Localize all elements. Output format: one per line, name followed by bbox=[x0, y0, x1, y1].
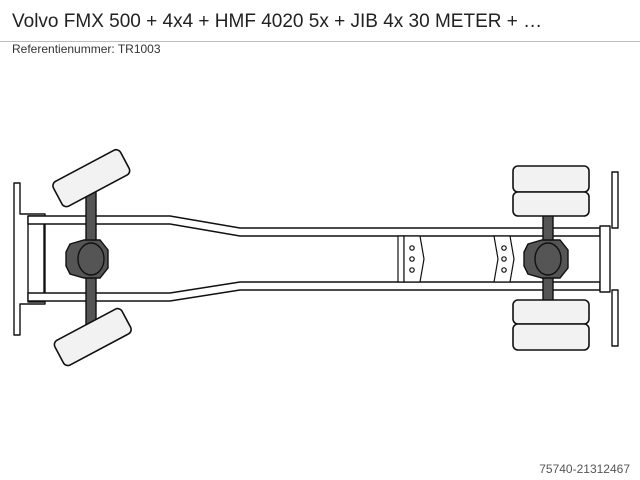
rear-tire-top-inner bbox=[512, 191, 590, 217]
rear-tire-top-outer bbox=[512, 165, 590, 193]
frame-rail-bottom bbox=[27, 281, 601, 302]
cross-member-right bbox=[493, 235, 515, 283]
frame-rail-top bbox=[27, 215, 601, 237]
cross-member-left bbox=[397, 235, 425, 283]
front-tire-top bbox=[52, 148, 131, 208]
rear-bumper-bottom bbox=[611, 289, 619, 347]
rear-tire-bottom-outer bbox=[512, 323, 590, 351]
header: Volvo FMX 500 + 4x4 + HMF 4020 5x + JIB … bbox=[0, 0, 640, 42]
listing-id: 75740-21312467 bbox=[539, 462, 630, 476]
front-axle bbox=[65, 185, 109, 329]
rear-cross-beam bbox=[599, 225, 611, 293]
front-tire-bottom bbox=[53, 307, 132, 367]
reference-number: Referentienummer: TR1003 bbox=[12, 42, 161, 56]
front-cross-beam bbox=[27, 215, 45, 303]
rear-tire-bottom-inner bbox=[512, 299, 590, 325]
rear-bumper-top bbox=[611, 171, 619, 229]
